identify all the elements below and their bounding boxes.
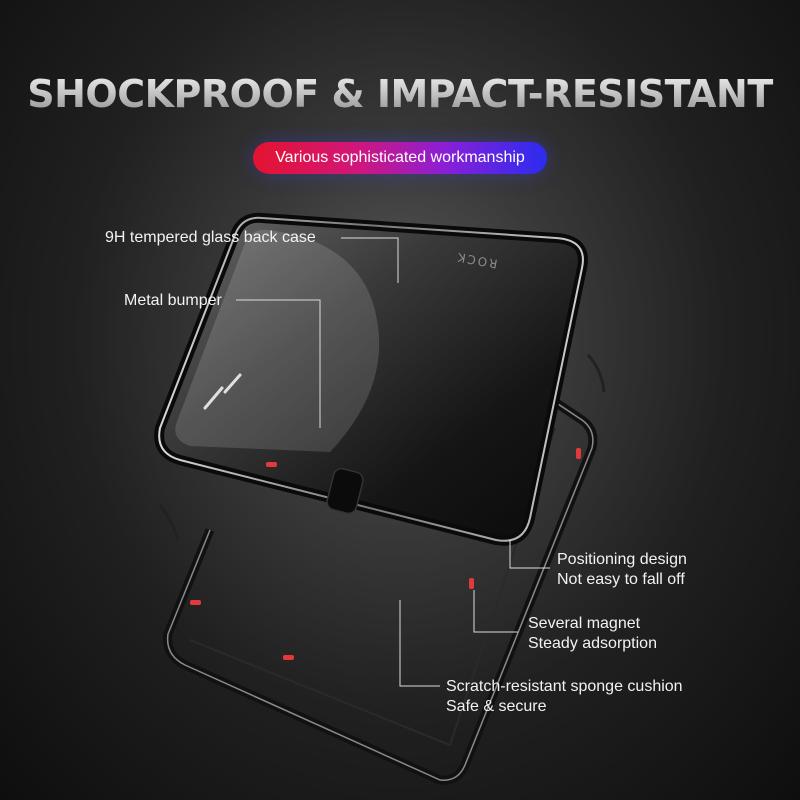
magnet-marker [190,600,201,605]
callout-magnet-line1: Several magnet [528,615,641,632]
magnet-marker [266,462,277,467]
glass-back-case: ROCK [154,212,588,546]
magnet-marker [469,578,474,589]
callout-positioning: Positioning design Not easy to fall off [557,550,687,590]
subtitle-pill: Various sophisticated workmanship [253,142,547,174]
callout-cushion: Scratch-resistant sponge cushion Safe & … [446,677,683,717]
magnet-marker [283,655,294,660]
callout-positioning-line1: Positioning design [557,551,687,568]
callout-glass: 9H tempered glass back case [105,228,316,248]
callout-glass-line1: 9H tempered glass back case [105,229,316,246]
callout-magnet-line2: Steady adsorption [528,635,657,652]
callout-cushion-line2: Safe & secure [446,698,547,715]
callout-magnet: Several magnet Steady adsorption [528,614,657,654]
callout-cushion-line1: Scratch-resistant sponge cushion [446,678,683,695]
callout-leaders [236,237,550,687]
callout-bumper-line1: Metal bumper [124,292,222,309]
callout-positioning-line2: Not easy to fall off [557,571,685,588]
callout-bumper: Metal bumper [124,291,222,311]
subtitle-text: Various sophisticated workmanship [275,149,525,166]
headline: SHOCKPROOF & IMPACT-RESISTANT [0,72,800,116]
magnet-marker [576,448,581,459]
camera-cutout [326,467,364,515]
